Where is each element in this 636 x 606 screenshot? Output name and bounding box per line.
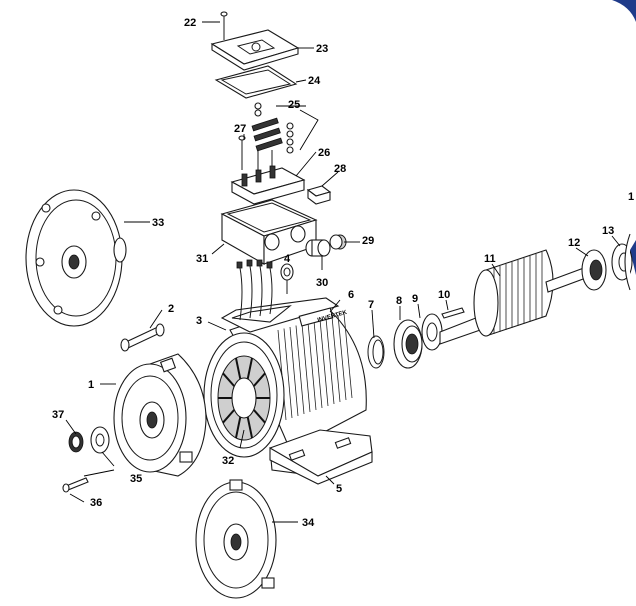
label-12: 12 bbox=[568, 237, 580, 249]
part-9-washer bbox=[421, 313, 443, 351]
cooling-fin bbox=[325, 317, 335, 405]
label-33: 33 bbox=[152, 217, 164, 229]
part-22-screw bbox=[220, 11, 228, 40]
label-9: 9 bbox=[412, 293, 418, 305]
stator-winding bbox=[252, 372, 266, 387]
part-27-terminal-studs bbox=[238, 135, 273, 176]
cooling-fin bbox=[331, 316, 341, 403]
label-32: 32 bbox=[222, 455, 234, 467]
label-6: 6 bbox=[348, 289, 354, 301]
part-30-cable-gland bbox=[305, 239, 331, 257]
cooling-fin bbox=[295, 325, 305, 415]
cooling-fin bbox=[307, 322, 317, 411]
label-8: 8 bbox=[396, 295, 402, 307]
part-31-terminal-box bbox=[220, 199, 318, 265]
part-36-screw bbox=[62, 477, 89, 493]
part-7-circlip bbox=[367, 335, 385, 369]
label-5: 5 bbox=[336, 483, 342, 495]
part-3-stator-front bbox=[203, 332, 285, 458]
part-4-eye-bolt bbox=[280, 263, 294, 294]
label-27: 27 bbox=[234, 123, 246, 135]
label-14-partial: 1 bbox=[628, 191, 634, 203]
label-29: 29 bbox=[362, 235, 374, 247]
part-24-gasket bbox=[214, 65, 298, 99]
part-5-feet bbox=[269, 429, 373, 485]
label-31: 31 bbox=[196, 253, 208, 265]
cooling-fin bbox=[283, 328, 293, 419]
label-30: 30 bbox=[316, 277, 328, 289]
label-26: 26 bbox=[318, 147, 330, 159]
stator-winding bbox=[222, 372, 236, 387]
label-25: 25 bbox=[288, 99, 300, 111]
part-10-key bbox=[441, 307, 465, 319]
label-4: 4 bbox=[284, 253, 291, 265]
label-3: 3 bbox=[196, 315, 202, 327]
part-23-terminal-lid bbox=[210, 29, 300, 71]
part-8-bearing bbox=[393, 319, 423, 369]
part-25-links bbox=[251, 102, 294, 154]
part-2-bolt bbox=[120, 323, 165, 352]
cooling-fin bbox=[301, 323, 311, 413]
stator-winding bbox=[246, 416, 254, 439]
stator-winding bbox=[246, 357, 254, 380]
label-36: 36 bbox=[90, 497, 102, 509]
cooling-fin bbox=[313, 320, 323, 409]
part-34-end-shield bbox=[195, 479, 277, 599]
cooling-fin bbox=[337, 314, 347, 401]
part-29-plug bbox=[329, 234, 347, 250]
part-35-washer bbox=[90, 426, 110, 454]
leader-lines bbox=[65, 21, 621, 523]
cooling-fin bbox=[343, 313, 353, 399]
frame-accent-right bbox=[630, 240, 636, 275]
label-35: 35 bbox=[130, 473, 142, 485]
part-37-seal bbox=[68, 431, 84, 453]
part-1-end-shield bbox=[113, 353, 207, 477]
cooling-fin bbox=[289, 326, 299, 417]
part-28-connector bbox=[306, 185, 332, 205]
part-14-fan-partial bbox=[624, 233, 631, 291]
stator-winding bbox=[252, 409, 266, 424]
stator-winding bbox=[234, 357, 242, 380]
part-labels: 22 23 24 25 27 26 28 29 30 31 33 4 2 3 6… bbox=[52, 17, 634, 529]
cooling-fin bbox=[319, 319, 329, 407]
label-28: 28 bbox=[334, 163, 346, 175]
label-34: 34 bbox=[302, 517, 315, 529]
part-12-bearing bbox=[581, 249, 607, 291]
label-22: 22 bbox=[184, 17, 196, 29]
label-7: 7 bbox=[368, 299, 374, 311]
label-23: 23 bbox=[316, 43, 328, 55]
stator-winding bbox=[234, 416, 242, 439]
frame-accent-top-right bbox=[612, 0, 636, 22]
part-33-flange-shield bbox=[25, 189, 127, 327]
label-24: 24 bbox=[308, 75, 321, 87]
stator-winding bbox=[222, 409, 236, 424]
part-11-rotor bbox=[439, 249, 603, 345]
label-37: 37 bbox=[52, 409, 64, 421]
label-2: 2 bbox=[168, 303, 174, 315]
part-26-terminal-block bbox=[230, 165, 306, 205]
label-13: 13 bbox=[602, 225, 614, 237]
label-11: 11 bbox=[484, 253, 496, 265]
label-10: 10 bbox=[438, 289, 450, 301]
label-1: 1 bbox=[88, 379, 94, 391]
